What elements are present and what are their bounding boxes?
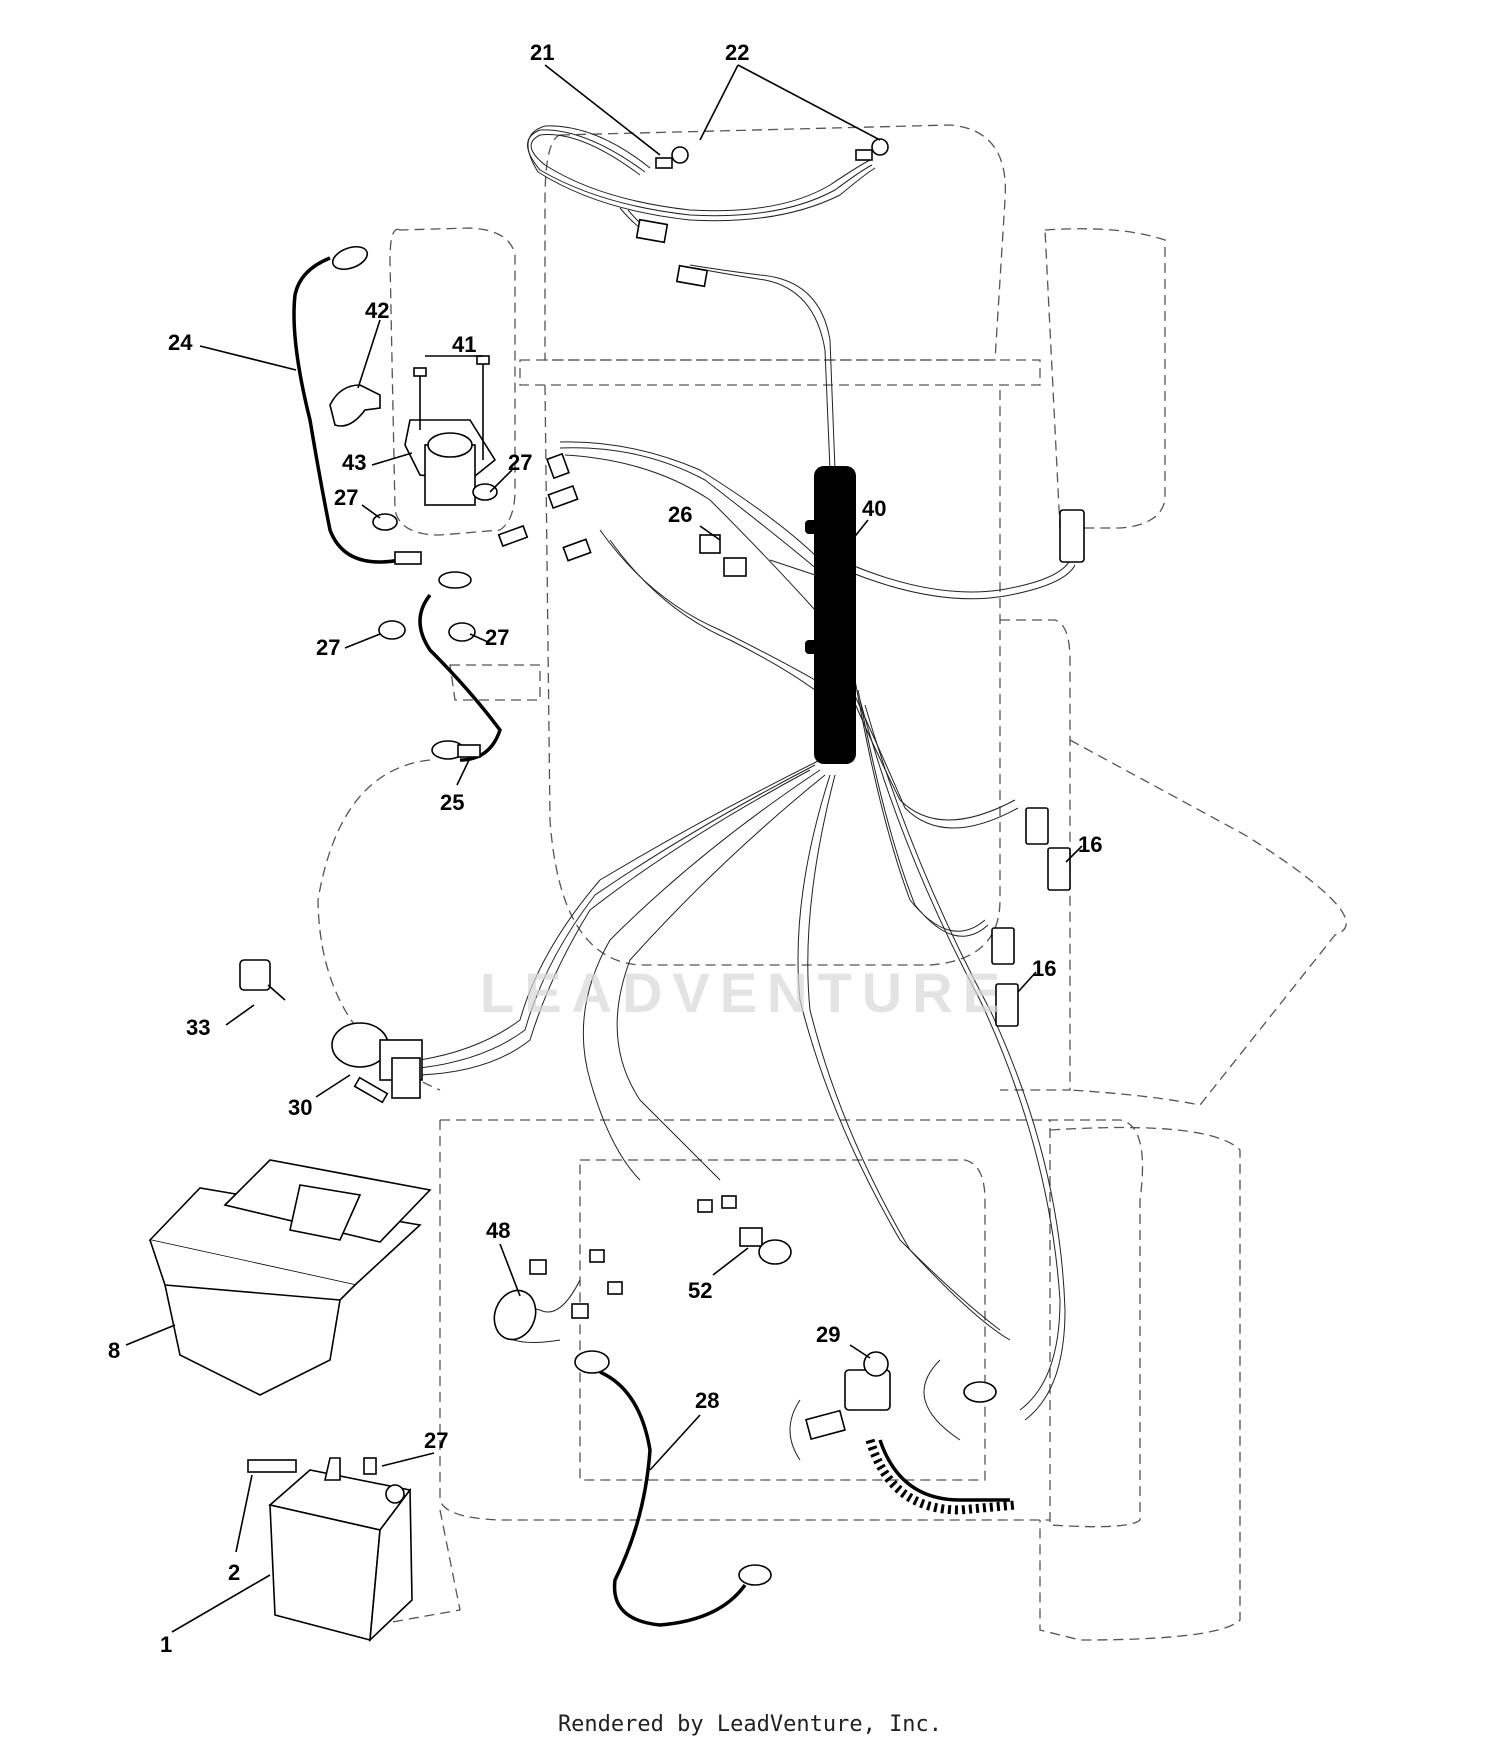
- callout-42: 42: [365, 298, 389, 323]
- seat-switch: [805, 1351, 1016, 1515]
- callout-22: 22: [725, 40, 749, 65]
- headlight-harness: [527, 125, 889, 288]
- harness-connectors: [497, 452, 1085, 1027]
- callout-41: 41: [452, 332, 476, 357]
- callout-33: 33: [186, 1015, 210, 1040]
- callout-8: 8: [108, 1338, 120, 1363]
- callout-27b: 27: [334, 485, 358, 510]
- callout-labels: 21 22 24 42 41 43 27 27 27 27 25 26 40 1…: [108, 40, 1102, 1657]
- cable-24: [292, 245, 422, 565]
- watermark: LEADVENTURE: [480, 961, 1011, 1024]
- tractor-outline: [317, 124, 1347, 1641]
- callout-30: 30: [288, 1095, 312, 1120]
- callout-21: 21: [530, 40, 554, 65]
- cable-28: [574, 1350, 772, 1627]
- callout-2: 2: [228, 1560, 240, 1585]
- callout-25: 25: [440, 790, 464, 815]
- footer-credit: Rendered by LeadVenture, Inc.: [557, 1712, 943, 1737]
- callout-28: 28: [695, 1388, 719, 1413]
- callout-27c: 27: [316, 635, 340, 660]
- callout-43: 43: [342, 450, 366, 475]
- callout-27e: 27: [424, 1428, 448, 1453]
- callout-16b: 16: [1032, 956, 1056, 981]
- callout-16a: 16: [1078, 832, 1102, 857]
- battery-box: [148, 1159, 432, 1396]
- callout-29: 29: [816, 1322, 840, 1347]
- callout-52: 52: [688, 1278, 712, 1303]
- ignition-switch: [239, 959, 423, 1104]
- callout-26: 26: [668, 502, 692, 527]
- leader-lines: [125, 64, 1083, 1633]
- harness-loom: [805, 466, 856, 764]
- battery: [247, 1457, 413, 1643]
- cable-25: [418, 571, 502, 762]
- callout-40: 40: [862, 496, 886, 521]
- solenoid-assembly: [329, 355, 498, 642]
- callout-27a: 27: [508, 450, 532, 475]
- harness-wires: [419, 264, 1076, 1461]
- callout-48: 48: [486, 1218, 510, 1243]
- bulb-connectors: [493, 1195, 792, 1341]
- callout-27d: 27: [485, 625, 509, 650]
- callout-1: 1: [160, 1632, 172, 1657]
- callout-24: 24: [168, 330, 193, 355]
